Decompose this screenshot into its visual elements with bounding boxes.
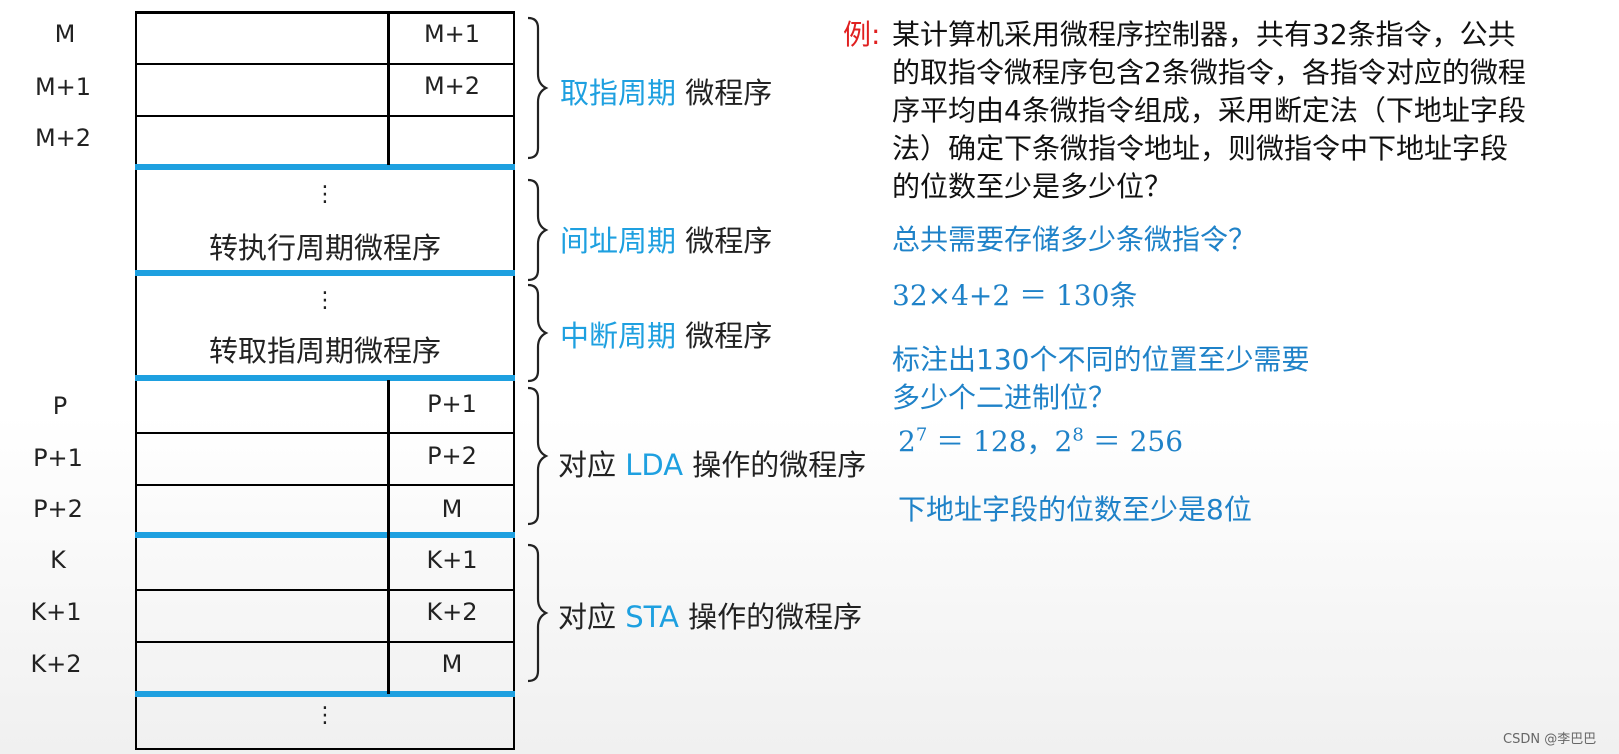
answer-calculation: 32×4+2 ＝ 130条 (892, 279, 1138, 312)
label-indirect-cycle: 间址周期 微程序 (560, 224, 773, 258)
indirect-box-text: 转执行周期微程序 (208, 231, 441, 265)
section-divider (135, 164, 515, 170)
brace (527, 283, 549, 383)
address-label: M+1 (34, 73, 92, 101)
label-fetch-cycle: 取指周期 微程序 (560, 76, 773, 110)
next-address-field: M (441, 650, 463, 678)
address-label: K+1 (30, 598, 82, 626)
brace (527, 178, 549, 282)
row-divider (135, 484, 515, 486)
next-address-field: P+2 (427, 442, 477, 470)
label-interrupt-cycle: 中断周期 微程序 (560, 319, 773, 353)
ellipsis-dots: ⋮ (314, 288, 336, 313)
ellipsis-dots: ⋮ (314, 182, 336, 207)
address-label: M+2 (34, 124, 92, 152)
row-divider (135, 115, 515, 117)
next-address-field: K+1 (426, 546, 478, 574)
power-calculation: 27 ＝ 128，28 ＝ 256 (898, 424, 1184, 458)
question-text: 某计算机采用微程序控制器，共有32条指令，公共 的取指令微程序包含2条微指令，各… (892, 18, 1526, 203)
address-label: P+1 (33, 444, 83, 472)
answer-question-2-line-2: 多少个二进制位？ (892, 381, 1117, 414)
row-divider (135, 589, 515, 591)
answer-conclusion: 下地址字段的位数至少是8位 (898, 493, 1252, 526)
row-divider (135, 432, 515, 434)
answer-question-1: 总共需要存储多少条微指令？ (892, 223, 1257, 256)
address-label: P+2 (33, 495, 83, 523)
row-divider (135, 63, 515, 65)
next-address-column-line (387, 11, 390, 165)
section-divider (135, 532, 515, 538)
section-divider (135, 375, 515, 381)
row-divider (135, 641, 515, 643)
brace (527, 386, 549, 526)
brace (527, 543, 549, 683)
next-address-field: M+1 (423, 20, 481, 48)
label-lda: 对应 LDA 操作的微程序 (558, 448, 867, 482)
next-address-field: P+1 (427, 390, 477, 418)
watermark: CSDN @李巴巴 (1503, 732, 1597, 747)
answer-question-2-line-1: 标注出130个不同的位置至少需要 (892, 343, 1310, 376)
address-label: K+2 (30, 650, 82, 678)
ellipsis-dots: ⋮ (314, 703, 336, 728)
next-address-field: K+2 (426, 598, 478, 626)
section-divider (135, 691, 515, 697)
address-label: M (54, 20, 76, 48)
example-prefix: 例: (843, 18, 881, 51)
next-address-column-line (387, 380, 390, 694)
address-label: P (52, 392, 68, 420)
address-label: K (50, 546, 66, 574)
interrupt-box-text: 转取指周期微程序 (208, 334, 441, 368)
section-divider (135, 270, 515, 276)
next-address-field: M+2 (423, 72, 481, 100)
next-address-field: M (441, 495, 463, 523)
label-sta: 对应 STA 操作的微程序 (558, 600, 863, 634)
brace (527, 16, 549, 160)
